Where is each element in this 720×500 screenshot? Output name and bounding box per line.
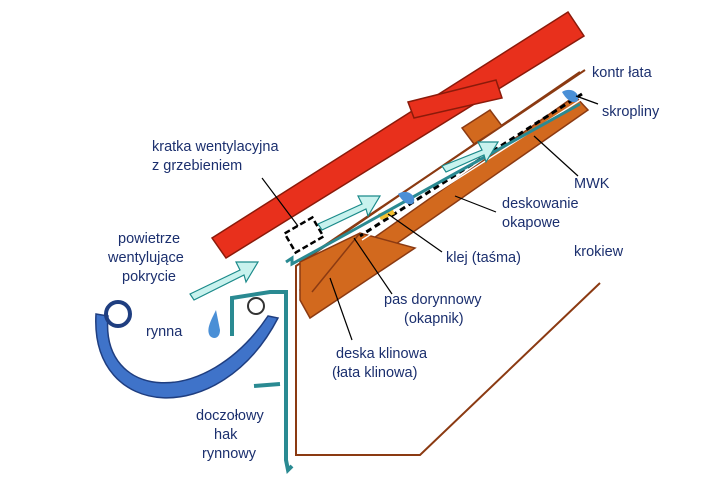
drip-edge-flashing [285, 102, 581, 267]
roof-tile-lap [407, 79, 503, 119]
label-powietrze-1: powietrze [118, 231, 180, 247]
air-arrow-3 [441, 141, 500, 173]
gutter-hook [230, 290, 294, 475]
label-hak-2: hak [214, 427, 238, 443]
label-deska-2: (łata klinowa) [332, 365, 417, 381]
label-rynna: rynna [146, 324, 183, 340]
label-deskowanie-2: okapowe [502, 215, 560, 231]
gutter-body [95, 313, 280, 399]
label-hak-1: doczołowy [196, 408, 264, 424]
roof-tile-main [210, 10, 586, 260]
leader-skropliny [575, 95, 599, 105]
leader-pas [353, 237, 393, 295]
water-drip-drop [208, 310, 220, 338]
gutter-front-bead [104, 300, 132, 328]
wedge-board [299, 232, 417, 320]
label-pas-1: pas dorynnowy [384, 292, 482, 308]
leader-lines [261, 95, 599, 341]
gutter-back-bead [247, 297, 265, 315]
condensation-drop-1 [562, 89, 579, 103]
label-powietrze-3: pokrycie [122, 269, 176, 285]
label-pas-2: (okapnik) [404, 311, 464, 327]
air-arrow-1 [189, 261, 260, 301]
label-skropliny: skropliny [602, 104, 660, 120]
leader-kratka [261, 177, 299, 227]
wedge-board-divider [311, 232, 361, 293]
label-mwk: MWK [574, 176, 610, 192]
label-deska-1: deska klinowa [336, 346, 428, 362]
leader-klej [387, 213, 443, 253]
label-powietrze-2: wentylujące [107, 250, 184, 266]
label-hak-3: rynnowy [202, 446, 257, 462]
label-deskowanie-1: deskowanie [502, 196, 579, 212]
air-arrow-2 [317, 195, 382, 231]
condensation-drop-2 [398, 191, 415, 205]
counter-batten [460, 108, 504, 146]
gutter-hook-back [253, 382, 281, 388]
label-krokiew: krokiew [574, 244, 624, 260]
leader-deskowanie [454, 195, 497, 213]
leader-mwk [533, 135, 579, 177]
label-kratka-1: kratka wentylacyjna [152, 139, 279, 155]
label-klej: klej (taśma) [446, 250, 521, 266]
ventilation-grill [282, 215, 326, 255]
leader-deska [329, 277, 353, 341]
label-kratka-2: z grzebieniem [152, 158, 242, 174]
label-kontr-lata: kontr łata [592, 65, 653, 81]
air-arrows [189, 141, 500, 301]
